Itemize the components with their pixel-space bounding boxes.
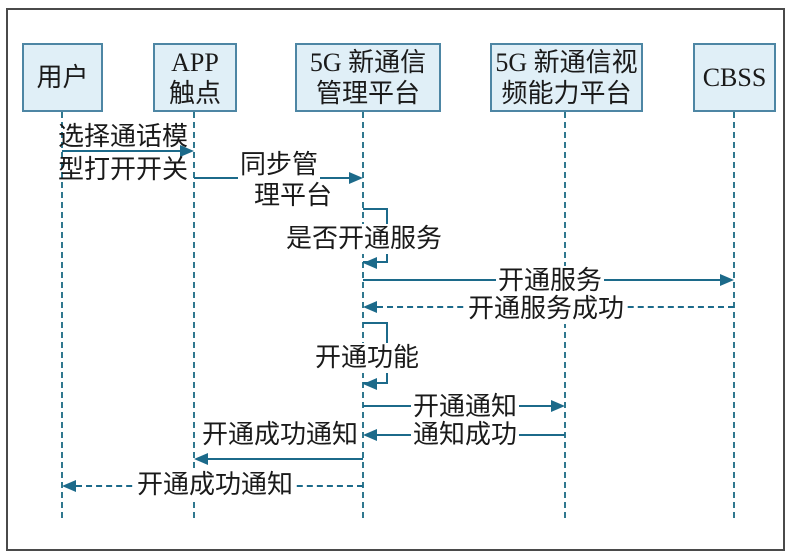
message-label-activate-service-success: 开通服务成功 xyxy=(466,294,627,324)
actor-user: 用户 xyxy=(22,43,103,112)
arrowhead-left-icon xyxy=(363,429,377,441)
arrowhead-left-icon xyxy=(363,378,377,390)
arrowhead-left-icon xyxy=(363,257,377,269)
message-label-check-service: 是否开通服务 xyxy=(284,224,445,254)
actor-cbss-label: CBSS xyxy=(702,63,767,92)
message-label-sync-mgmt-line1: 同步管 xyxy=(238,150,321,180)
arrowhead-left-icon xyxy=(194,453,208,465)
lifeline-cbss xyxy=(733,112,735,518)
actor-video-platform: 5G 新通信视 频能力平台 xyxy=(490,43,643,112)
actor-mgmt-label-line1: 5G 新通信 xyxy=(309,47,427,77)
lifeline-mgmt-platform xyxy=(362,112,364,518)
message-label-sync-mgmt-line2: 理平台 xyxy=(252,181,335,211)
message-label-activate-service: 开通服务 xyxy=(496,266,605,296)
message-label-select-call-model-line2: 型打开开关 xyxy=(58,155,189,184)
actor-app-label-line1: APP xyxy=(171,47,219,77)
arrowhead-right-icon xyxy=(720,274,734,286)
actor-mgmt-platform: 5G 新通信 管理平台 xyxy=(295,43,441,112)
message-label-activate-function: 开通功能 xyxy=(313,343,422,373)
message-line-select-call-model xyxy=(62,150,181,152)
arrowhead-right-icon xyxy=(551,400,565,412)
message-label-activation-notice: 开通通知 xyxy=(411,392,520,422)
message-label-select-call-model-line1: 选择通话模 xyxy=(58,122,189,151)
message-label-activation-success-notice-user: 开通成功通知 xyxy=(135,470,296,500)
arrowhead-left-icon xyxy=(62,480,76,492)
arrowhead-right-icon xyxy=(349,172,363,184)
actor-app-label-line2: 触点 xyxy=(168,78,221,108)
actor-video-label-line2: 频能力平台 xyxy=(501,78,632,108)
lifeline-user xyxy=(61,112,63,518)
actor-cbss: CBSS xyxy=(693,43,776,112)
message-line-activation-success-notice-app xyxy=(208,458,363,460)
arrowhead-left-icon xyxy=(363,301,377,313)
message-label-activation-success-notice-app: 开通成功通知 xyxy=(200,420,361,450)
lifeline-app-touchpoint xyxy=(193,112,195,518)
actor-user-label: 用户 xyxy=(36,63,89,92)
message-label-notice-success: 通知成功 xyxy=(411,420,520,450)
actor-mgmt-label-line2: 管理平台 xyxy=(315,78,420,108)
actor-app-touchpoint: APP 触点 xyxy=(153,43,237,112)
actor-video-label-line1: 5G 新通信视 xyxy=(495,47,638,77)
arrowhead-right-icon xyxy=(180,145,194,157)
